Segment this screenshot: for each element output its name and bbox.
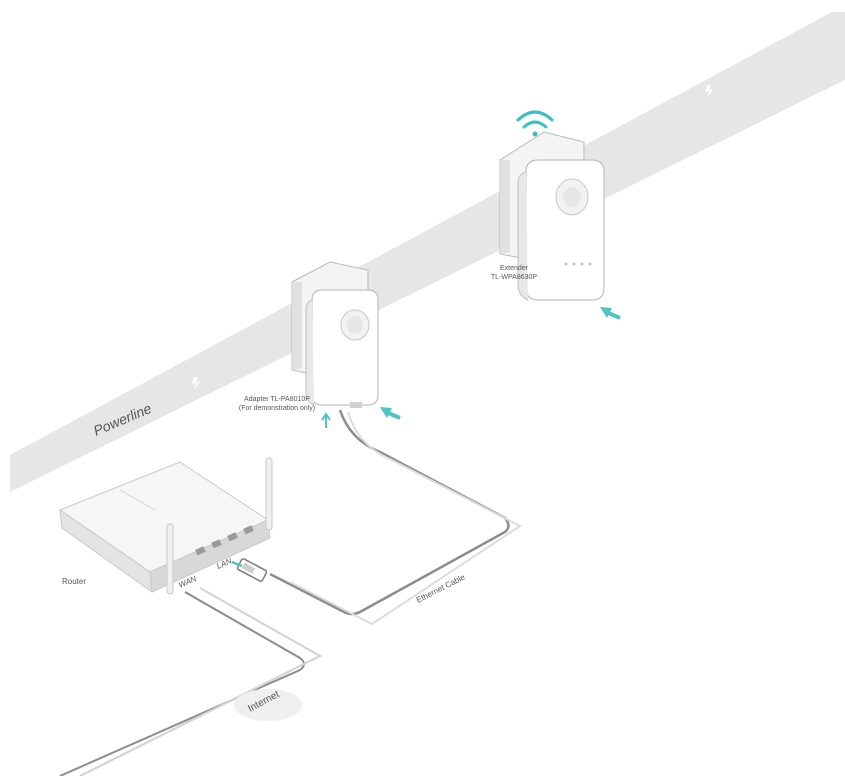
lightning-icon: [192, 377, 200, 390]
lightning-icon: [705, 85, 713, 98]
extender-label-line1: Extender: [500, 265, 529, 272]
ethernet-plug: [236, 558, 268, 582]
router-antenna: [265, 457, 273, 531]
extender-label-line2: TL-WPA8630P: [491, 274, 537, 281]
ethernet-cable: [269, 409, 510, 616]
wifi-icon: [516, 110, 554, 137]
adapter-tl-pa8010p: [291, 261, 379, 408]
internet-cloud: Internet: [234, 689, 302, 721]
power-arrow-icon: [321, 412, 331, 428]
extender-tl-wpa8630p: [499, 131, 605, 301]
router-antenna: [166, 523, 174, 595]
powerline-band: [10, 12, 845, 492]
internet-cable: [59, 591, 305, 776]
router: Router WAN LAN: [58, 457, 273, 595]
router-label: Router: [62, 577, 86, 586]
adapter-label-line2: (For demonstration only): [239, 405, 315, 412]
adapter-label-line1: Adapter TL-PA8010P: [244, 396, 310, 403]
power-arrow-icon: [231, 560, 243, 568]
